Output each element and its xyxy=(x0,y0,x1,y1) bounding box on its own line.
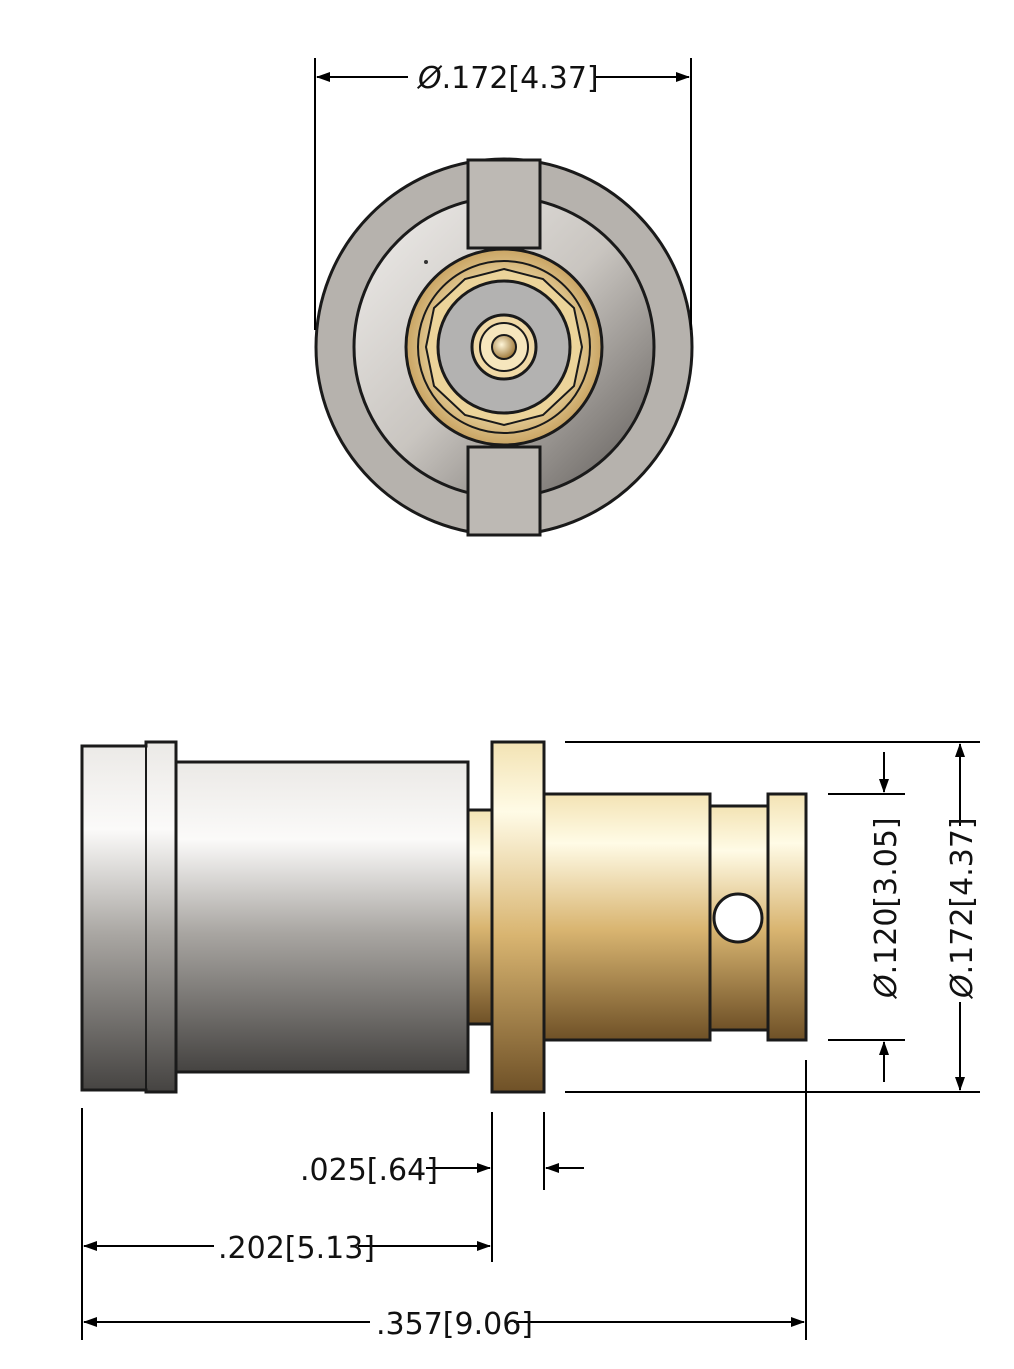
silver-cap xyxy=(80,740,178,1094)
end-view xyxy=(314,157,694,537)
center-pin xyxy=(491,334,517,360)
outer-diameter-label: Ø.172[4.37] xyxy=(945,817,980,1000)
flange-width-label: .025[.64] xyxy=(300,1153,438,1188)
inner-diameter-label: Ø.120[3.05] xyxy=(869,817,904,1000)
gold-body xyxy=(542,792,712,1042)
top-diameter-label: Ø.172[4.37] xyxy=(416,61,599,96)
right-dimensions: Ø.120[3.05] Ø.172[4.37] xyxy=(565,741,980,1093)
silver-body xyxy=(174,760,470,1074)
gold-flange xyxy=(490,740,546,1094)
side-view xyxy=(80,740,808,1094)
overall-length-label: .357[9.06] xyxy=(376,1307,533,1342)
top-slot xyxy=(466,158,542,250)
body-length-label: .202[5.13] xyxy=(218,1231,375,1266)
bottom-dimensions: .025[.64] .202[5.13] .357[9.06] xyxy=(81,1060,807,1342)
gold-neck xyxy=(466,808,494,1026)
side-hole xyxy=(712,892,764,944)
top-diameter-dimension: Ø.172[4.37] xyxy=(314,58,692,330)
bottom-slot xyxy=(466,445,542,537)
gold-tip xyxy=(766,792,808,1042)
